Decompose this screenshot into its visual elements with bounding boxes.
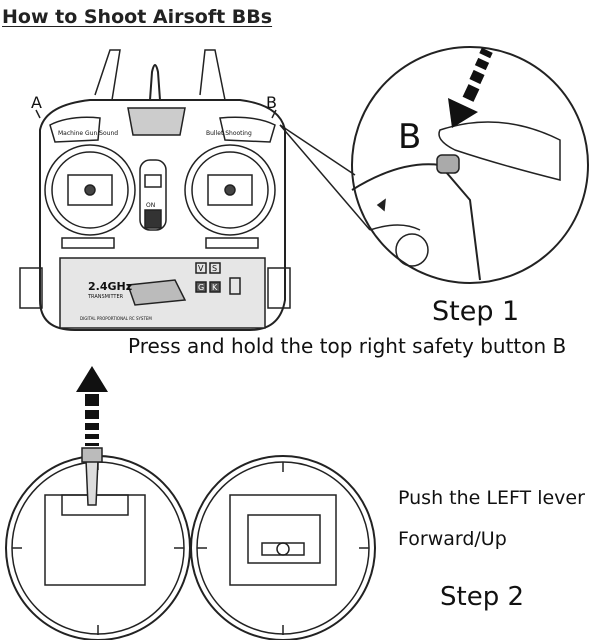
bullet-shooting-label: Bullet Shooting: [206, 130, 252, 137]
step1-title: Step 1: [432, 296, 520, 327]
step1-caption: Press and hold the top right safety butt…: [128, 334, 567, 358]
up-arrow-icon: [76, 366, 108, 446]
transmitter-illustration: [19, 49, 291, 331]
right-gimbal: [190, 455, 376, 640]
label-a: A: [31, 93, 42, 112]
zoom-label-b: B: [398, 117, 421, 157]
label-b: B: [266, 93, 277, 112]
key-g: G: [198, 283, 204, 292]
freq-sub-label: TRANSMITTER: [87, 294, 124, 300]
power-label: ON: [146, 202, 155, 209]
press-arrow-icon: [448, 47, 493, 128]
step2-instruction-line1: Push the LEFT lever: [398, 487, 585, 509]
step2-title: Step 2: [440, 582, 525, 612]
key-s: S: [212, 264, 217, 273]
key-k: K: [212, 283, 218, 292]
left-gimbal: [5, 447, 191, 640]
freq-label: 2.4GHz: [88, 280, 132, 293]
system-label: DIGITAL PROPORTIONAL RC SYSTEM: [80, 316, 152, 321]
page-title: How to Shoot Airsoft BBs: [2, 6, 273, 28]
machine-gun-sound-label: Machine Gun Sound: [58, 130, 118, 137]
step2-instruction-line2: Forward/Up: [398, 528, 507, 550]
zoom-detail-circle: [351, 46, 589, 284]
key-v: V: [198, 264, 204, 273]
